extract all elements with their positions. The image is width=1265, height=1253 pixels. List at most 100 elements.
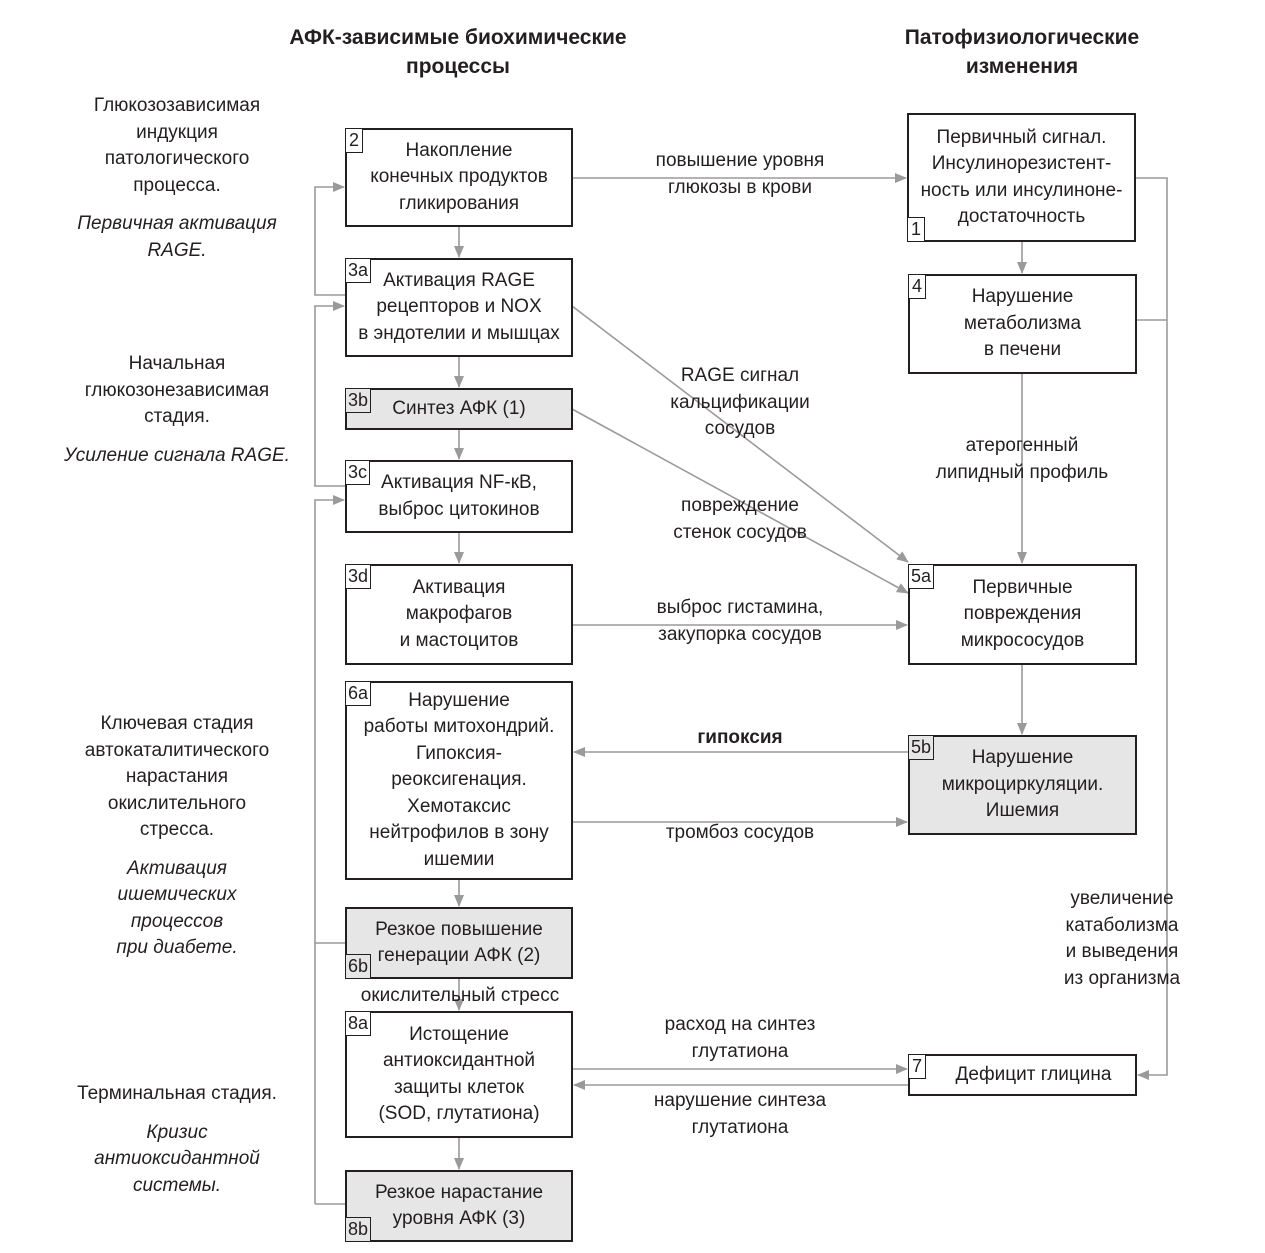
left-column-header: АФК-зависимые биохимические процессы <box>238 23 678 81</box>
stage-text: стресса. <box>139 819 215 840</box>
right-column-header: Патофизиологические изменения <box>872 23 1172 81</box>
box-text: Резкое повышение <box>375 918 543 940</box>
box-text: (SOD, глутатиона) <box>378 1103 540 1124</box>
stage-4-description: Терминальная стадия. Кризис антиоксидант… <box>57 1081 297 1199</box>
box-6b-ros-generation: 6b Резкое повышение генерации АФК (2) <box>345 907 573 979</box>
loop-3c-to-3a <box>314 301 346 487</box>
box-text: ишемии <box>423 848 495 870</box>
stage-text: Начальная <box>128 353 226 374</box>
box-text: работы митохондрий. <box>363 716 555 738</box>
stage-note: системы. <box>132 1174 222 1196</box>
box-text: Гипоксия- <box>416 742 502 764</box>
stage-text: патологического <box>104 148 250 169</box>
label-oxidative-stress: окислительный стресс <box>340 983 580 1010</box>
box-text: нейтрофилов в зону <box>369 822 549 844</box>
box-text: Ишемия <box>985 800 1060 822</box>
box-text: микроциркуляции. <box>941 773 1104 795</box>
arrow-3a-5a <box>571 305 909 563</box>
box-6a-mitochondria-dysfunction: 6a Нарушение работы митохондрий. Гипокси… <box>345 681 573 880</box>
stage-note: Усиление сигнала RAGE. <box>64 444 290 466</box>
edge-label-text: гипоксия <box>697 727 783 748</box>
stage-text: стадия. <box>144 406 210 427</box>
box-text: достаточность <box>957 206 1086 227</box>
label-thrombosis: тромбоз сосудов <box>630 820 850 847</box>
edge-label-text: закупорка сосудов <box>658 623 822 645</box>
stage-text: Глюкозозависимая <box>93 95 261 116</box>
box-3b-ros-synthesis: 3b Синтез АФК (1) <box>345 388 573 430</box>
edge-label-text: из организма <box>1063 967 1181 989</box>
box-text: Первичный сигнал. <box>936 126 1107 148</box>
box-text: Истощение <box>409 1023 509 1045</box>
box-number: 3d <box>345 564 372 589</box>
box-7-glycine-deficit: 7 Дефицит глицина <box>908 1054 1137 1096</box>
box-5b-microcirculation: 5b Нарушение микроциркуляции. Ишемия <box>908 735 1137 835</box>
box-text: Активация RAGE <box>383 269 535 291</box>
stage-text: индукция <box>136 121 218 143</box>
box-text: микрососудов <box>960 629 1085 651</box>
box-number: 4 <box>908 274 926 299</box>
box-text: рецепторов и NOX <box>376 296 542 318</box>
box-text: Нарушение <box>971 747 1074 769</box>
box-text: Активация <box>412 576 506 598</box>
box-text: Дефицит глицина <box>955 1063 1112 1085</box>
stage-note: ишемических <box>117 884 237 905</box>
box-text: метаболизма <box>963 312 1082 334</box>
box-number: 2 <box>345 128 363 153</box>
box-number: 3a <box>345 258 372 283</box>
box-5a-microvessel-damage: 5a Первичные повреждения микрососудов <box>908 564 1137 665</box>
header-line: изменения <box>965 55 1079 78</box>
label-vessel-wall-damage: повреждение стенок сосудов <box>630 493 850 546</box>
stage-note: Активация <box>127 857 227 879</box>
box-3c-nfkb-activation: 3c Активация NF-кВ, выброс цитокинов <box>345 460 573 533</box>
box-number: 5a <box>908 564 935 589</box>
edge-label-text: увеличение <box>1070 888 1174 909</box>
stage-text: процесса. <box>133 174 221 196</box>
stage-1-description: Глюкозозависимая индукция патологическог… <box>57 93 297 264</box>
box-text: уровня АФК (3) <box>392 1208 526 1229</box>
label-glutathione-consumption: расход на синтез глутатиона <box>630 1012 850 1065</box>
stage-text: нарастания <box>125 766 229 787</box>
box-number: 3c <box>345 460 371 485</box>
edge-label-text: стенок сосудов <box>673 521 807 543</box>
box-text: реоксигенация. <box>391 769 527 791</box>
box-text: антиоксидантной <box>382 1050 536 1071</box>
stage-text: Ключевая стадия <box>100 713 254 734</box>
box-text: Накопление <box>405 139 513 161</box>
box-text: Инсулинорезистент- <box>931 153 1112 174</box>
stage-text: глюкозонезависимая <box>84 379 270 401</box>
stage-3-description: Ключевая стадия автокаталитического нара… <box>57 711 297 962</box>
edge-label-text: глутатиона <box>691 1040 789 1062</box>
edge-label-text: нарушение синтеза <box>653 1090 827 1111</box>
box-text: защиты клеток <box>393 1076 525 1098</box>
edge-label-text: окислительный стресс <box>360 985 560 1006</box>
loop-1-to-7 <box>1135 177 1168 1080</box>
box-3a-rage-activation: 3a Активация RAGE рецепторов и NOX в энд… <box>345 258 573 357</box>
edge-label-text: сосудов <box>704 418 776 439</box>
edge-label-text: кальцификации <box>670 391 810 413</box>
box-number: 1 <box>907 217 925 242</box>
stage-text: Терминальная стадия. <box>77 1083 277 1104</box>
label-glutathione-synthesis-impaired: нарушение синтеза глутатиона <box>620 1088 860 1141</box>
box-text: гликирования <box>398 192 520 214</box>
box-8a-antioxidant-depletion: 8a Истощение антиоксидантной защиты клет… <box>345 1011 573 1138</box>
edge-label-text: выброс гистамина, <box>656 597 824 618</box>
edge-label-text: атерогенный <box>965 435 1079 456</box>
box-text: и мастоцитов <box>399 629 519 651</box>
edge-label-text: глутатиона <box>691 1116 789 1138</box>
box-text: конечных продуктов <box>370 166 548 188</box>
box-text: Нарушение <box>408 689 510 711</box>
stage-text: окислительного <box>107 792 247 814</box>
box-text: Активация NF-кВ, <box>381 472 537 493</box>
stage-note: процессов <box>130 910 224 932</box>
edge-label-text: и выведения <box>1065 941 1179 962</box>
box-number: 7 <box>908 1054 926 1079</box>
box-number: 6a <box>345 681 372 706</box>
box-1-primary-signal: 1 Первичный сигнал. Инсулинорезистент- н… <box>907 113 1136 242</box>
box-text: Синтез АФК (1) <box>392 397 526 419</box>
stage-note: Первичная активация <box>77 213 277 234</box>
box-3d-macrophage-activation: 3d Активация макрофагов и мастоцитов <box>345 564 573 665</box>
edge-label-text: глюкозы в крови <box>668 176 812 198</box>
loop-3a-to-2 <box>314 182 346 296</box>
stage-note: антиоксидантной <box>94 1148 260 1169</box>
